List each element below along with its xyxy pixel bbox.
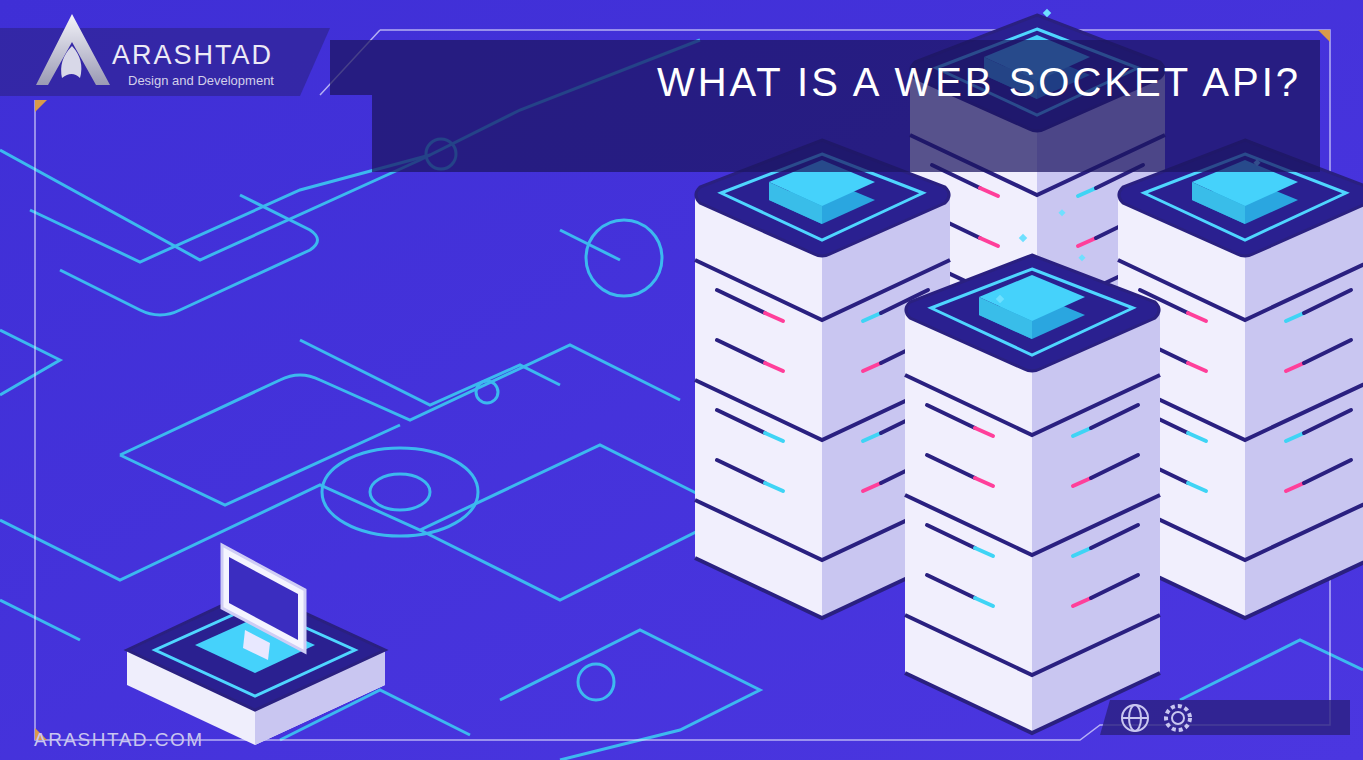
computer xyxy=(127,545,385,745)
title-band xyxy=(330,40,1320,172)
page-title: WHAT IS A WEB SOCKET API? xyxy=(657,58,1301,106)
icon-bar xyxy=(1100,700,1350,735)
brand-name: ARASHTAD xyxy=(112,40,273,71)
website-url: ARASHTAD.COM xyxy=(34,729,204,751)
logo xyxy=(36,14,110,85)
brand-tagline: Design and Development xyxy=(128,73,274,88)
